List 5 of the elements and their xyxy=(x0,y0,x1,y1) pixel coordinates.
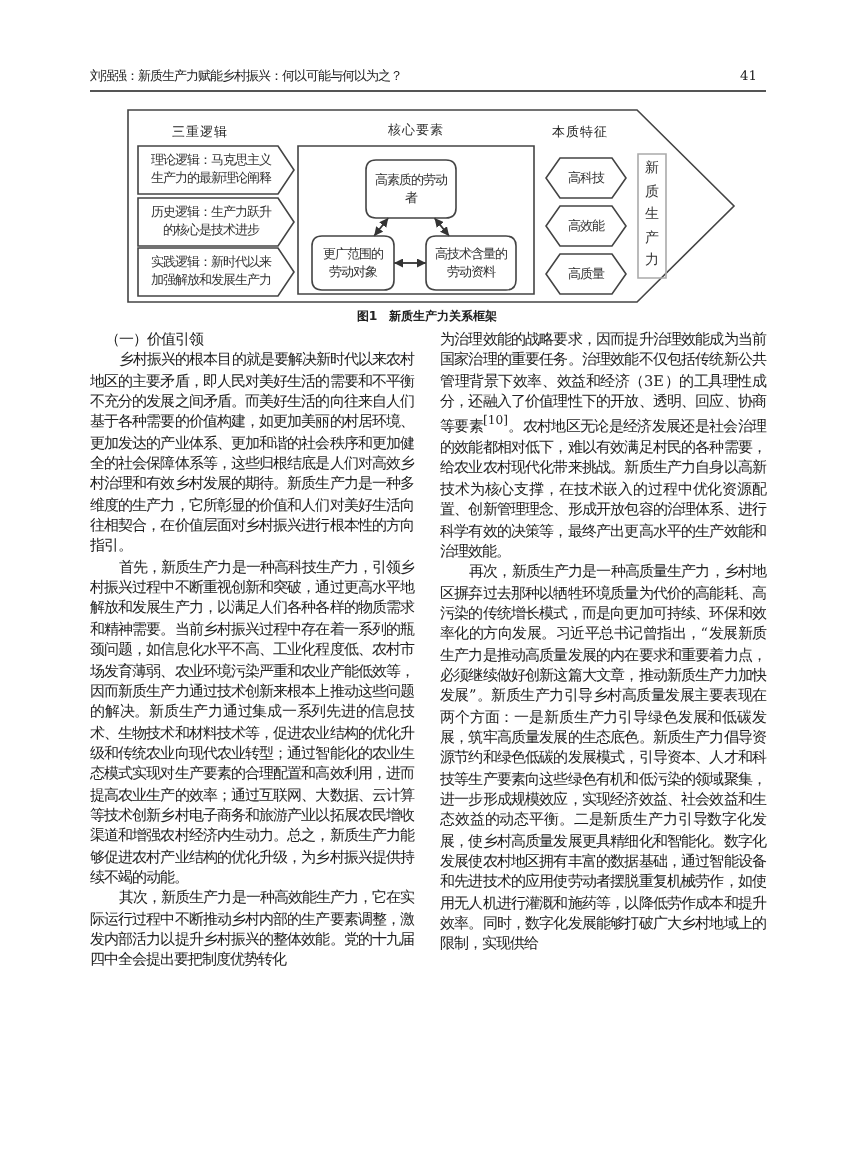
double-arrow xyxy=(393,258,427,268)
framework-arrow xyxy=(128,110,734,302)
core-elements-panel xyxy=(298,122,534,294)
double-arrow xyxy=(433,217,450,237)
double-arrow xyxy=(373,217,390,237)
